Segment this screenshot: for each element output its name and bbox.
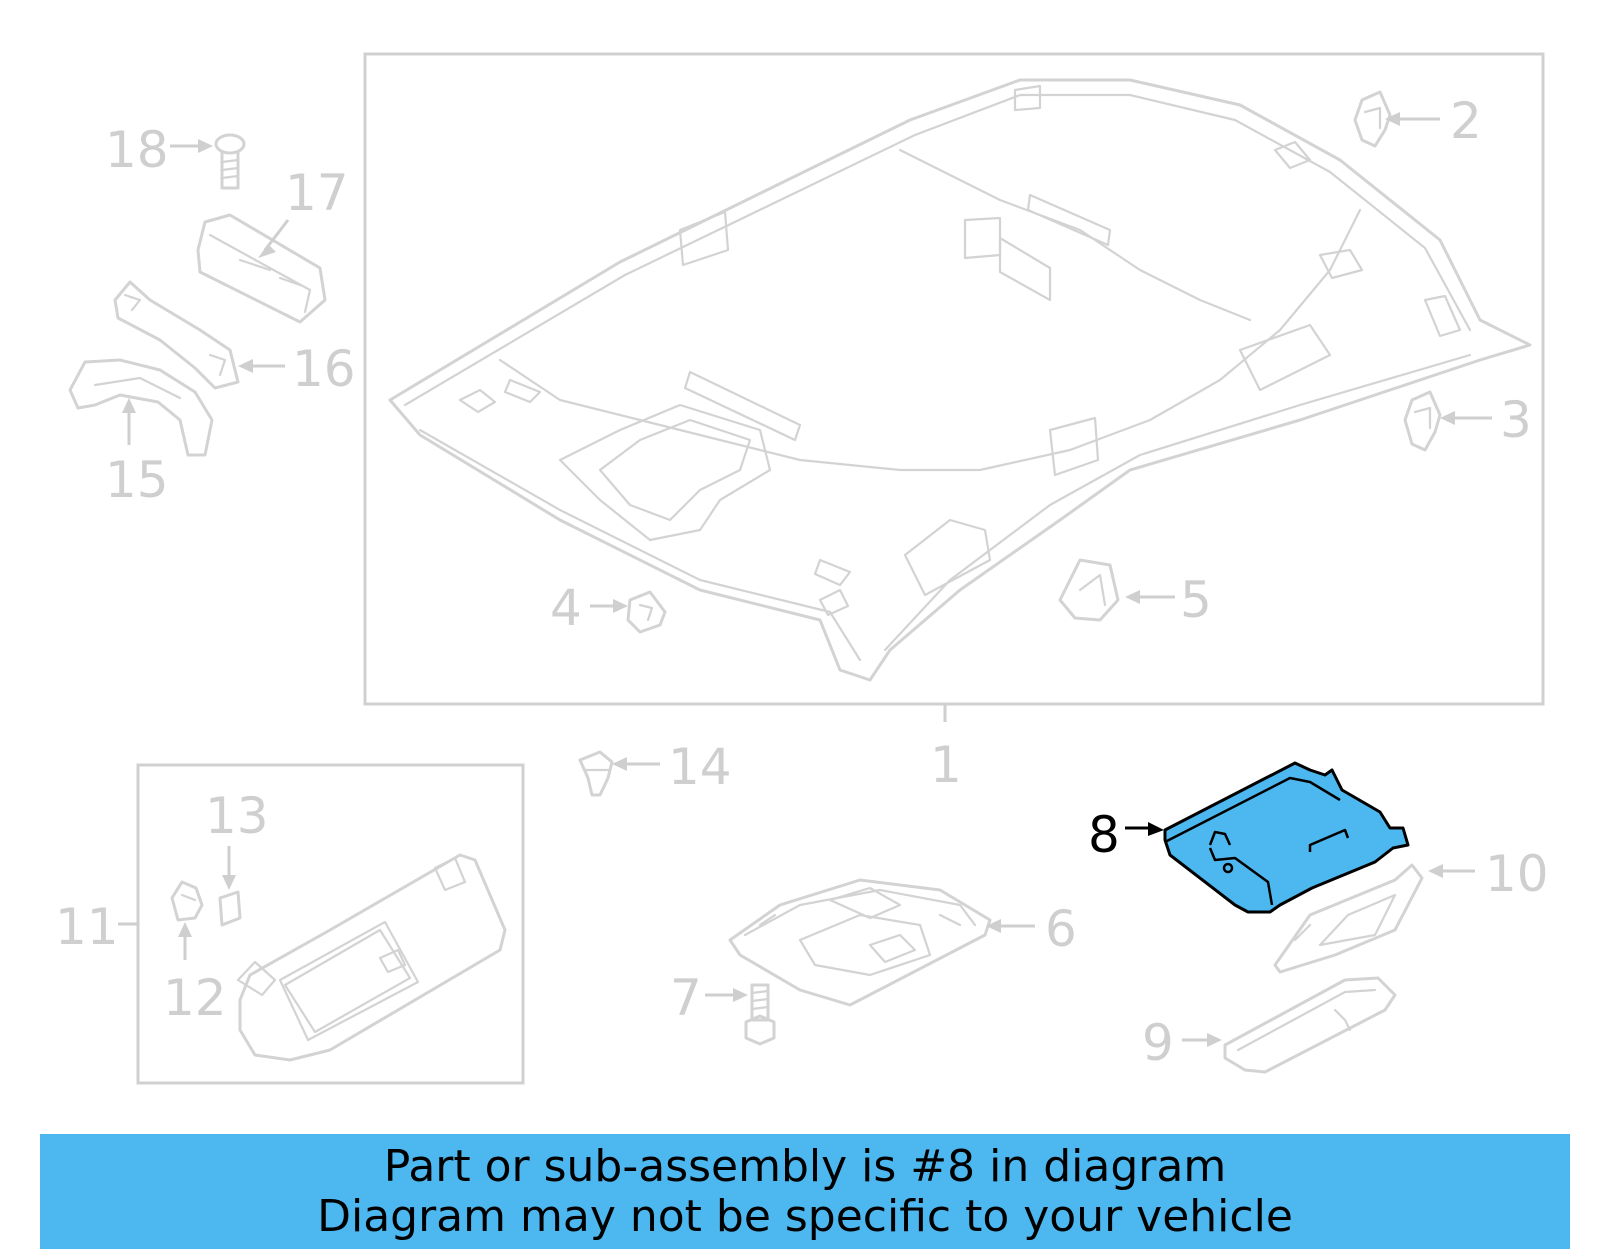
headliner-assembly-box: [363, 52, 1545, 706]
callout-13: 13: [205, 787, 269, 845]
banner-line-1: Part or sub-assembly is #8 in diagram: [383, 1140, 1227, 1192]
callout-2: 2: [1450, 92, 1482, 150]
part-13-clip: [218, 890, 242, 927]
part-18-screw: [214, 133, 246, 190]
part-12-clip: [170, 880, 204, 922]
callout-16: 16: [292, 340, 356, 398]
callout-7: 7: [670, 969, 702, 1027]
part-2-clip: [1353, 90, 1392, 148]
callout-12: 12: [163, 969, 227, 1027]
part-1-headliner: [388, 78, 1532, 682]
callout-4: 4: [550, 579, 582, 637]
callout-8: 8: [1088, 806, 1120, 864]
callout-6: 6: [1045, 900, 1077, 958]
callout-5: 5: [1180, 571, 1212, 629]
callout-18: 18: [105, 121, 169, 179]
part-8-highlighted: [1163, 761, 1410, 914]
part-6-overhead-console: [728, 878, 992, 1007]
info-banner: Part or sub-assembly is #8 in diagram Di…: [40, 1134, 1570, 1249]
part-5-bracket: [1058, 558, 1120, 622]
callout-11: 11: [55, 898, 119, 956]
part-4-clip: [626, 590, 667, 634]
callout-17: 17: [285, 164, 349, 222]
callout-14: 14: [668, 738, 732, 796]
part-14-clip: [578, 750, 614, 797]
part-16-bracket: [113, 280, 240, 390]
sun-visor: [236, 853, 507, 1062]
callout-10: 10: [1485, 845, 1549, 903]
callout-15: 15: [105, 451, 169, 509]
part-9-cover: [1223, 976, 1397, 1074]
callout-3: 3: [1500, 391, 1532, 449]
part-15-grab-handle: [68, 358, 214, 457]
sun-visor-assembly-box: [136, 763, 525, 1085]
part-3-clip: [1403, 390, 1442, 452]
part-7-bolt: [744, 983, 776, 1046]
callout-9: 9: [1142, 1014, 1174, 1072]
part-10-lamp-lens: [1273, 863, 1424, 974]
part-17-bracket: [196, 213, 327, 324]
banner-line-2: Diagram may not be specific to your vehi…: [317, 1190, 1293, 1242]
callout-1: 1: [930, 736, 962, 794]
